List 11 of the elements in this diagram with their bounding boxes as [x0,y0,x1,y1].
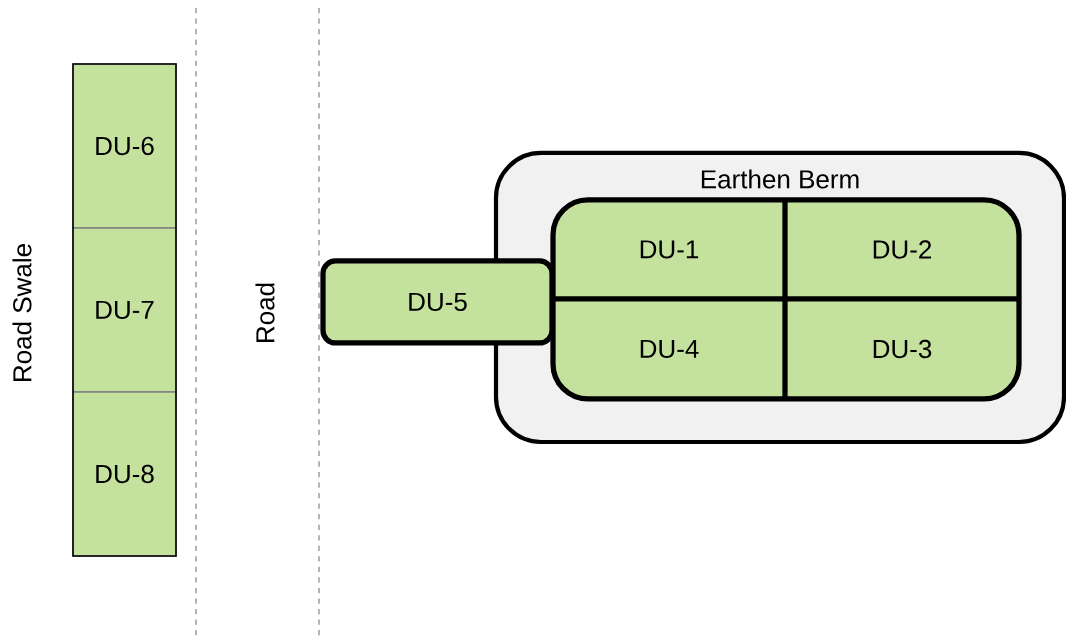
strip-cell: DU-8 [72,391,177,557]
plot-cell: DU-1 [640,240,699,259]
plot-box: DU-5 [320,258,555,346]
strip-cell: DU-6 [72,63,177,229]
plot-cell: DU-4 [640,339,699,359]
plot-cell: DU-3 [873,339,932,359]
plot-cell: DU-2 [873,240,932,259]
plot-frame [550,197,1022,402]
rotated-label: Road [255,283,275,342]
rotated-label: Road Swale [12,244,32,381]
strip-cell: DU-7 [72,227,177,393]
